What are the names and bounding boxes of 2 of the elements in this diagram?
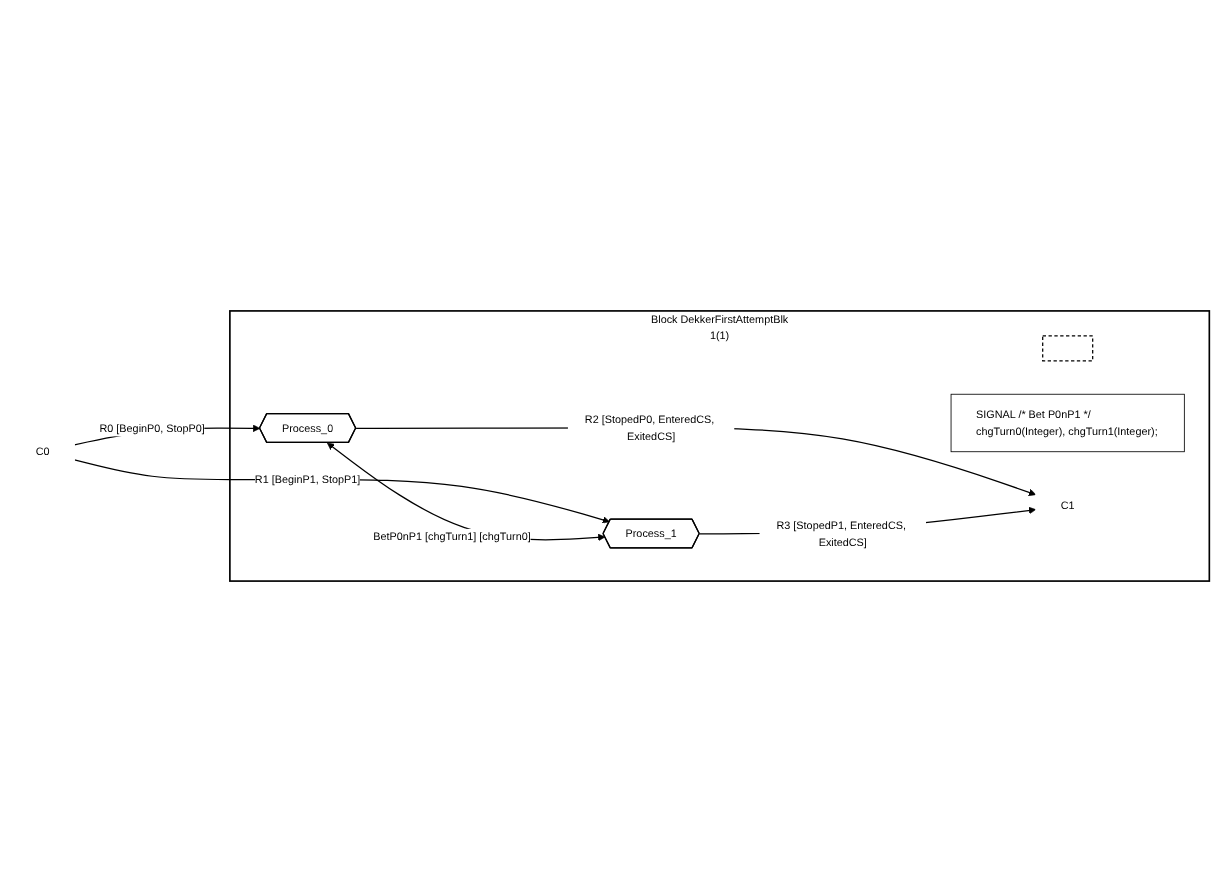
node-box <box>1042 335 1094 362</box>
arrow <box>73 459 610 524</box>
